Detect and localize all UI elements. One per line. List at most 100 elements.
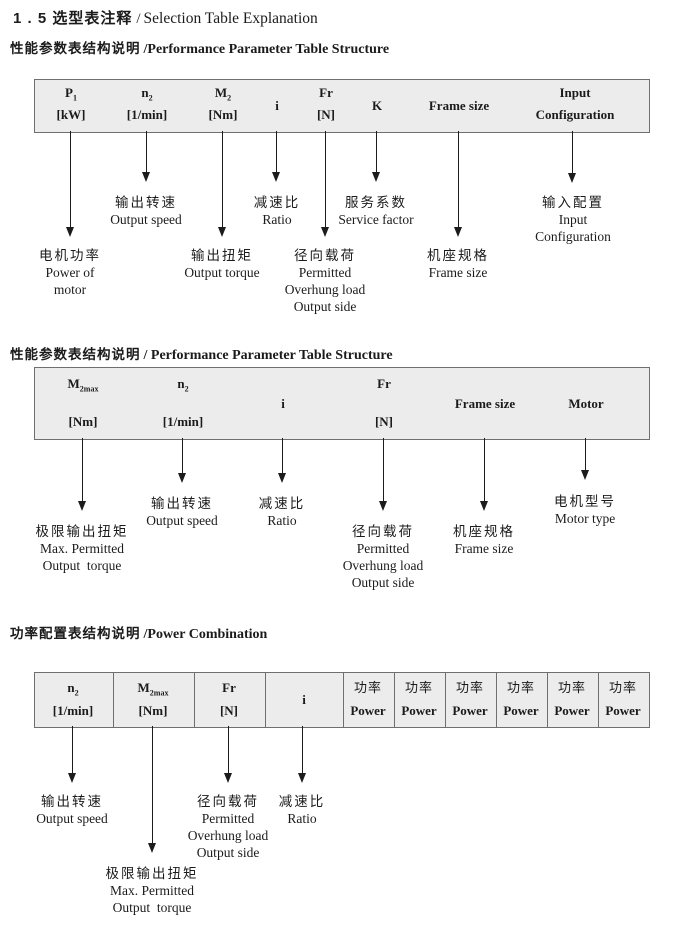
arrow-s1-frame-size [454,131,462,237]
label-max-output-torque-2: 极限输出扭矩 Max. Permitted Output torque [35,524,129,573]
page-title: 1 . 5 选型表注释/Selection Table Explanation [13,7,318,28]
section3-heading-en: /Power Combination [143,627,268,642]
t1-col-input-line2: Configuration [535,107,615,122]
t3-col-i: i [302,692,306,707]
arrow-s2-frame-size [480,438,488,511]
label-frame-size-2: 机座规格 Frame size [453,524,515,556]
section3-heading: 功率配置表结构说明/Power Combination [10,622,267,643]
arrow-s1-m2 [218,131,226,237]
arrow-s3-m2max [148,726,156,853]
t3-col-n2-unit: [1/min] [52,703,94,718]
t1-col-n2: n2 [1/min] [77,80,217,132]
t2-col-fr: Fr [N] [314,368,454,439]
t2-col-n2-unit: [1/min] [162,414,204,429]
t2-col-m2max-subscript: 2max [79,384,99,394]
t1-col-n2-subscript: 2 [148,93,153,103]
arrow-s1-input [568,131,576,183]
section1-heading-en: /Performance Parameter Table Structure [143,42,390,57]
t1-col-fr-symbol: Fr [319,85,333,100]
arrow-s2-i [278,438,286,483]
t2-col-m2max-symbol: M [67,376,80,391]
section1-heading-cn: 性能参数表结构说明 [10,41,141,56]
arrow-s2-fr [379,438,387,511]
t2-col-i: i [281,395,285,411]
t2-col-fr-symbol: Fr [377,376,391,391]
arrow-s1-p1 [66,131,74,237]
t3-divider-8 [547,673,548,727]
t3-divider-9 [598,673,599,727]
arrow-s1-n2 [142,131,150,182]
label-ratio-3: 减速比 Ratio [278,794,326,826]
t1-col-m2-subscript: 2 [227,93,232,103]
t2-col-fr-unit: [N] [374,414,394,429]
t3-col-power-4: 功率 Power [503,680,539,718]
arrow-s1-i [272,131,280,182]
t1-col-n2-symbol: n [141,85,149,100]
t1-col-p1: P1 [kW] [1,80,141,132]
t3-divider-7 [496,673,497,727]
t2-col-n2: n2 [1/min] [113,368,253,439]
t1-col-k: K [371,98,383,113]
t3-col-power-3: 功率 Power [452,680,488,718]
label-output-torque-1: 输出扭矩 Output torque [184,248,260,280]
label-input-configuration: 输入配置 Input Configuration [535,195,611,244]
t1-col-m2-symbol: M [214,85,228,100]
arrow-s2-m2max [78,438,86,511]
section2-heading: 性能参数表结构说明/ Performance Parameter Table S… [10,343,393,364]
t3-divider-6 [445,673,446,727]
section3-heading-cn: 功率配置表结构说明 [10,626,141,641]
t2-col-m2max: M2max [Nm] [13,368,153,439]
t1-col-i: i [275,98,279,113]
label-output-speed-2: 输出转速 Output speed [146,496,218,528]
arrow-s2-motor [581,438,589,480]
t2-col-frame-size: Frame size [454,395,516,411]
t1-col-fr-unit: [N] [316,107,336,122]
t3-col-fr-unit: [N] [219,703,239,718]
t3-col-m2max-symbol: M [137,680,150,695]
section2-heading-en: / Performance Parameter Table Structure [143,348,393,363]
t1-col-m2: M2 [Nm] [153,80,293,132]
t3-col-n2: n2 [1/min] [3,673,143,727]
t3-divider-1 [113,673,114,727]
label-max-output-torque-3: 极限输出扭矩 Max. Permitted Output torque [105,866,199,915]
t1-col-n2-unit: [1/min] [126,107,168,122]
t3-col-m2max-subscript: 2max [149,688,169,698]
t3-col-n2-symbol: n [67,680,75,695]
t1-col-frame-size: Frame size [428,98,490,113]
t3-col-fr-symbol: Fr [222,680,236,695]
t1-col-m2-unit: [Nm] [208,107,238,122]
label-frame-size-1: 机座规格 Frame size [427,248,489,280]
label-service-factor: 服务系数 Service factor [338,195,414,227]
t3-col-m2max-unit: [Nm] [138,703,168,718]
t1-col-input-line1: Input [559,85,591,100]
t3-col-power-6: 功率 Power [605,680,641,718]
page-title-slash: / [136,11,141,27]
t3-divider-3 [265,673,266,727]
arrow-s3-n2 [68,726,76,783]
performance-table-2-header: M2max [Nm] n2 [1/min] i Fr [N] Frame siz… [34,367,650,440]
t3-col-n2-subscript: 2 [74,688,79,698]
label-output-speed-1: 输出转速 Output speed [110,195,182,227]
page-title-en: Selection Table Explanation [143,10,318,27]
t3-col-power-5: 功率 Power [554,680,590,718]
performance-table-1-header: P1 [kW] n2 [1/min] M2 [Nm] i Fr [N] K Fr… [34,79,650,133]
t1-col-p1-unit: [kW] [56,107,86,122]
label-output-speed-3: 输出转速 Output speed [36,794,108,826]
t2-col-motor: Motor [568,395,604,411]
arrow-s1-fr [321,131,329,237]
page-title-cn: 1 . 5 选型表注释 [13,10,133,27]
t3-col-power-2: 功率 Power [401,680,437,718]
t1-col-input-configuration: Input Configuration [505,80,645,132]
label-overhung-load-1: 径向载荷 Permitted Overhung load Output side [284,248,366,314]
t1-col-p1-subscript: 1 [72,93,77,103]
t3-divider-4 [343,673,344,727]
section2-heading-cn: 性能参数表结构说明 [10,347,141,362]
section1-heading: 性能参数表结构说明/Performance Parameter Table St… [10,37,389,58]
arrow-s3-fr [224,726,232,783]
t1-col-p1-symbol: P [65,85,73,100]
label-overhung-load-3: 径向载荷 Permitted Overhung load Output side [187,794,269,860]
arrow-s1-k [372,131,380,182]
t2-col-n2-subscript: 2 [184,384,189,394]
t3-col-m2max: M2max [Nm] [83,673,223,727]
